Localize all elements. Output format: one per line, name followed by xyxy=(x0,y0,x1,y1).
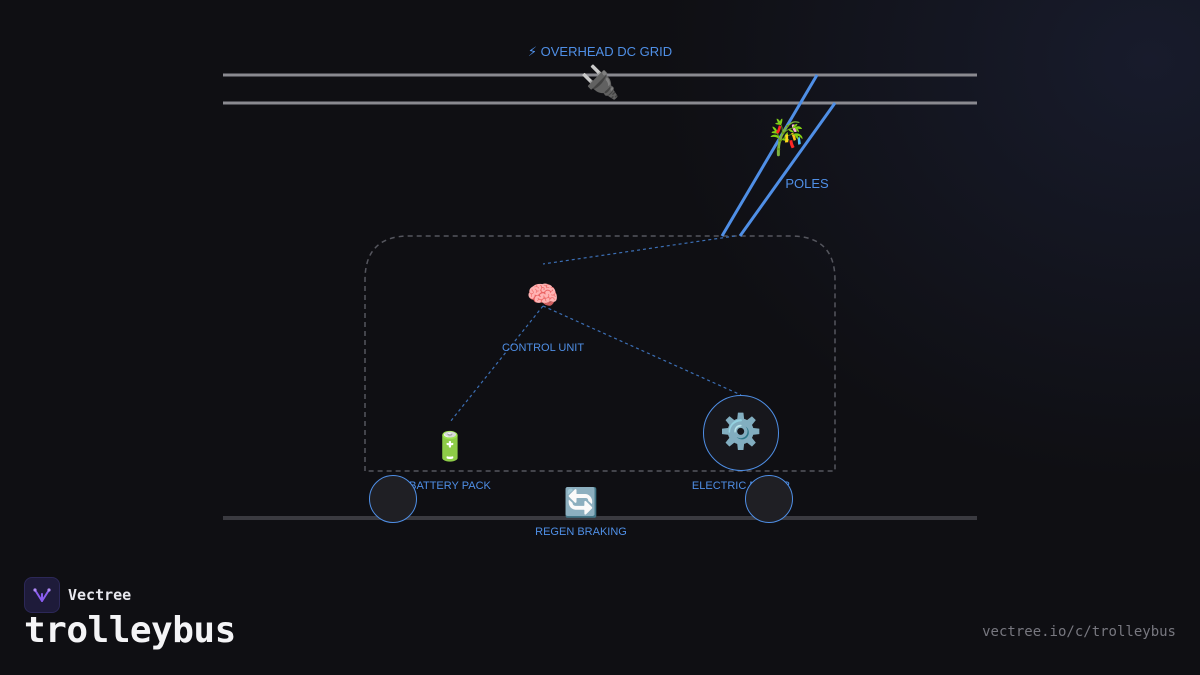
brand-name: Vectree xyxy=(68,586,132,604)
bus-body-outline xyxy=(364,235,836,472)
grid-label: ⚡ OVERHEAD DC GRID xyxy=(527,44,673,59)
page-url[interactable]: vectree.io/c/trolleybus xyxy=(982,624,1176,640)
plug-icon: 🔌 xyxy=(580,63,620,101)
regen-icon: 🔄 xyxy=(563,486,599,519)
trolley-pole-1 xyxy=(720,74,819,237)
motor-circle xyxy=(703,395,779,471)
wheel-rear xyxy=(745,475,793,523)
link-control-motor xyxy=(542,305,742,396)
link-control-battery xyxy=(449,305,544,423)
brand-block: Vectree xyxy=(24,577,131,613)
control-unit-label: CONTROL UNIT xyxy=(501,342,585,354)
link-poles-control xyxy=(542,235,736,265)
vectree-logo-icon xyxy=(24,577,60,613)
battery-pack-label: BATTERY PACK xyxy=(409,480,491,492)
poles-label: POLES xyxy=(785,176,829,191)
wheel-front xyxy=(369,475,417,523)
page-title: trolleybus xyxy=(24,610,236,651)
gear-icon: ⚙️ xyxy=(719,412,763,452)
brain-icon: 🧠 xyxy=(526,281,560,311)
regen-braking-label: REGEN BRAKING xyxy=(535,526,627,538)
trolley-pole-2 xyxy=(738,102,837,237)
battery-icon: 🔋 xyxy=(432,430,468,463)
poles-icon: 🎋 xyxy=(765,118,809,158)
